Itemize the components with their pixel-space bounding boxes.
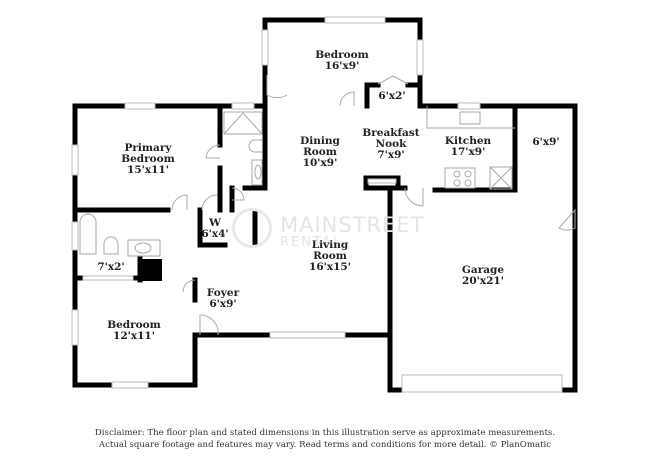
room-dimensions: 7'x2' [97,261,125,273]
room-name-line1: Dining [300,135,340,147]
room-dimensions: 15'x11' [127,164,169,176]
room-name: W [209,217,221,229]
room-name: Kitchen [444,135,492,147]
room-name: Foyer [206,287,240,299]
room-utility: 6'x9' [532,137,559,148]
fixtures [79,106,515,257]
room-dimensions: 16'x15' [309,261,351,273]
room-name-line1: Living [311,239,349,251]
disclaimer: Disclaimer: The floor plan and stated di… [0,427,650,451]
room-dimensions: 6'x2' [378,90,406,102]
room-hall-closet: 7'x2' [97,262,124,273]
room-garage: Garage 20'x21' [462,265,504,287]
room-dining-room: Dining Room 10'x9' [300,136,340,169]
room-dimensions: 20'x21' [462,275,504,287]
room-dimensions: 12'x11' [113,330,155,342]
room-name-line2: Room [313,250,347,262]
room-name-line2: Bedroom [121,153,175,165]
room-kitchen: Kitchen 17'x9' [445,136,491,158]
disclaimer-line1: Disclaimer: The floor plan and stated di… [94,428,556,438]
room-closet-top: 6'x2' [378,91,405,102]
room-primary-bedroom: Primary Bedroom 15'x11' [121,143,175,176]
room-name-line2: Nook [375,138,407,150]
room-dimensions: 6'x9' [532,136,560,148]
room-dimensions: 10'x9' [302,157,338,169]
room-bedroom-bottom: Bedroom 12'x11' [107,320,161,342]
room-bedroom-top: Bedroom 16'x9' [315,50,369,72]
room-dimensions: 6'x4' [201,228,229,240]
room-dimensions: 17'x9' [450,146,486,158]
room-name: Bedroom [315,49,369,61]
doors [171,75,576,336]
room-foyer: Foyer 6'x9' [207,288,239,310]
disclaimer-line2: Actual square footage and features may v… [98,440,552,450]
closet-block [140,259,162,281]
room-name: Garage [461,264,505,276]
room-name-line1: Primary [124,142,172,154]
room-name: Bedroom [107,319,161,331]
room-name-line1: Breakfast [362,127,420,139]
windows [71,16,563,393]
room-name-line2: Room [303,146,337,158]
room-dimensions: 6'x9' [209,298,237,310]
room-breakfast-nook: Breakfast Nook 7'x9' [362,128,419,161]
room-dimensions: 16'x9' [324,60,360,72]
room-walk-in: W 6'x4' [201,218,228,240]
room-dimensions: 7'x9' [377,149,405,161]
room-living-room: Living Room 16'x15' [309,240,351,273]
